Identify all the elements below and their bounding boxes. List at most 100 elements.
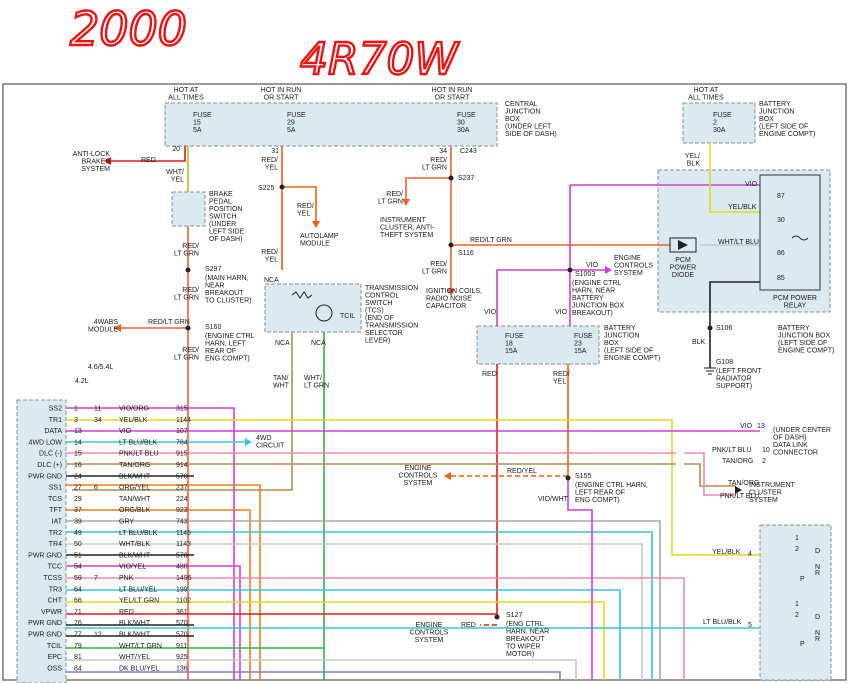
- label-right-mid-red-yel: RED/YEL: [553, 371, 570, 386]
- wire-red-yel-autolamp: [282, 186, 317, 222]
- range-sensor-position-label: N: [815, 564, 820, 571]
- arrow-4wabs: [114, 324, 121, 332]
- pcm-pin-name: EPC: [48, 654, 62, 661]
- pcm-power-relay-box: [657, 169, 831, 313]
- label-mid-nca3: NCA: [311, 340, 326, 347]
- pcm-pin-number-alt: 6: [94, 485, 98, 492]
- wire-vio-wht: [567, 482, 593, 680]
- pcm-circuit-number: 1143: [176, 541, 191, 548]
- label-right-lower-pin2: 2: [762, 458, 766, 465]
- label-right-lower-pin4: 4: [748, 551, 752, 558]
- pcm-wire-color: ORG/BLK: [119, 507, 150, 514]
- label-relay-p87: 87: [777, 193, 785, 200]
- pcm-pin-name: DLC (-): [39, 451, 62, 458]
- pcm-pin-name: TR2: [49, 530, 62, 537]
- pcm-circuit-number: 315: [176, 406, 188, 413]
- pcm-circuit-number: 1144: [176, 417, 191, 424]
- label-right-lower-s127: S127: [506, 612, 522, 619]
- label-mid-s225: S225: [258, 185, 274, 192]
- label-top-pin31: 31: [271, 148, 279, 155]
- pcm-circuit-number: 1102: [176, 598, 191, 605]
- pcm-wire-color: WHT/BLK: [119, 541, 150, 548]
- pcm-pin-number: 79: [74, 643, 82, 650]
- battery-junction-box-fuses: [476, 325, 600, 365]
- wire-red-ltgrn-cluster: [405, 177, 451, 200]
- wire-wht-yel: [66, 659, 577, 680]
- label-left-red-ltgrn-1: RED/LT GRN: [174, 243, 199, 258]
- range-sensor-position-label: 2: [795, 612, 799, 619]
- pcm-pin-name: TCC: [48, 564, 62, 571]
- pcm-wire-color: GRY: [119, 519, 134, 526]
- wire-yel-blk-tr1: [66, 419, 760, 556]
- range-sensor-position-label: R: [815, 636, 820, 643]
- wires: [66, 143, 760, 680]
- pcm-wire-color: PNK/LT BLU: [119, 451, 158, 458]
- arrow-abs: [104, 157, 111, 165]
- label-left-red: RED: [141, 157, 156, 164]
- arrow-autolamp: [312, 221, 320, 228]
- pcm-pin-name: TR1: [49, 417, 62, 424]
- pcm-pin-number: 29: [74, 496, 82, 503]
- range-sensor-position-label: N: [815, 630, 820, 637]
- pcm-wire-color: BLK/WHT: [119, 473, 151, 480]
- transmission-control-switch-box: [264, 283, 362, 333]
- label-relay-wht-ltblu: WHT/LT BLU: [718, 239, 759, 246]
- pcm-pin-number: 59: [74, 575, 82, 582]
- arrow-ign-coils: [447, 289, 455, 296]
- pcm-circuit-number: 911: [176, 643, 187, 650]
- pcm-wire-color: BLK/WHT: [119, 620, 151, 627]
- range-sensor-position-label: D: [815, 548, 820, 555]
- pcm-wire-color: TAN/WHT: [119, 496, 151, 503]
- pcm-wire-color: RED: [119, 609, 134, 616]
- label-top-c243: C243: [460, 148, 477, 155]
- label-relay-blk2: BLK: [692, 339, 706, 346]
- s106-dot: [707, 325, 713, 331]
- pcm-circuit-number: 1496: [176, 575, 192, 582]
- range-sensor-position-label: R: [815, 570, 820, 577]
- s160-dot: [185, 325, 191, 331]
- wire-gry: [66, 520, 661, 680]
- label-relay-g108: G108: [716, 359, 733, 366]
- pcm-pin-number: 1: [74, 406, 78, 413]
- pcm-circuit-number: 224: [176, 496, 188, 503]
- pcm-wire-color: LT BLU/BLK: [119, 530, 158, 537]
- pcm-pin-number: 64: [74, 586, 82, 593]
- pcm-pin-number: 77: [74, 632, 82, 639]
- pcm-circuit-number: 914: [176, 462, 188, 469]
- pcm-circuit-number: 199: [176, 586, 188, 593]
- label-left-s297: S297: [205, 266, 221, 273]
- label-left-s160: S160: [205, 324, 221, 331]
- label-right-lower-s155: S155: [575, 473, 591, 480]
- label-right-mid-red-ltgrn-c: RED/LT GRN: [470, 237, 512, 244]
- wire-yel-blk-relay: [709, 143, 760, 213]
- pcm-pin-number: 81: [74, 654, 82, 661]
- label-pcm-v46: 4.6/5.4L: [88, 364, 113, 371]
- arrow-cluster: [402, 199, 410, 206]
- label-mid-red-yel-3: RED/YEL: [261, 249, 278, 264]
- label-right-mid-s1003: S1003: [575, 271, 595, 278]
- label-right-lower-yel-blk: YEL/BLK: [712, 549, 741, 556]
- pcm-wire-color: DK BLU/YEL: [119, 665, 160, 672]
- label-right-lower-pnk-ltblu: PNK/LT BLU: [712, 447, 751, 454]
- pcm-pin-name: SS2: [49, 406, 62, 413]
- pcm-circuit-number: 480: [176, 564, 188, 571]
- pcm-pin-number: 49: [74, 530, 82, 537]
- label-right-lower-vio-wht: VIO/WHT: [538, 496, 569, 503]
- ground-g108: [704, 367, 716, 375]
- pcm-wire-color: PNK: [119, 575, 134, 582]
- pcm-connector-box: [16, 399, 67, 683]
- label-right-lower-tan-org: TAN/ORG: [722, 458, 753, 465]
